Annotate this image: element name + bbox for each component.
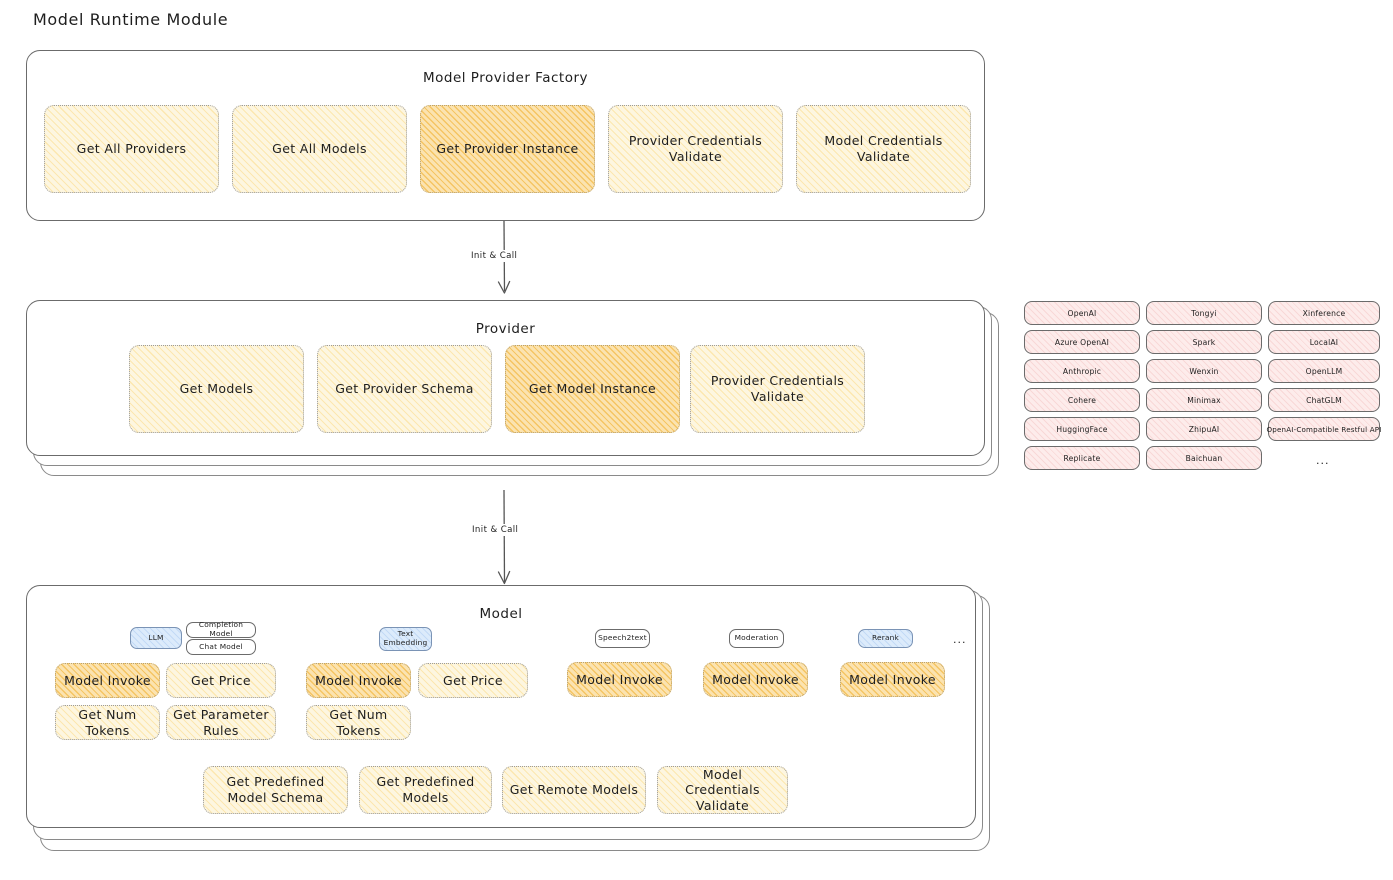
provider-pill-cohere[interactable]: Cohere: [1024, 388, 1140, 412]
text-embedding-method-get-num-tokens[interactable]: Get Num Tokens: [306, 705, 411, 740]
model-method-get-remote-models[interactable]: Get Remote Models: [502, 766, 646, 814]
provider-pill-anthropic[interactable]: Anthropic: [1024, 359, 1140, 383]
provider-method-provider-credentials-validate[interactable]: Provider Credentials Validate: [690, 345, 865, 433]
provider-pill-azure-openai[interactable]: Azure OpenAI: [1024, 330, 1140, 354]
model-provider-factory-title: Model Provider Factory: [422, 70, 588, 86]
model-type-badge-rerank[interactable]: Rerank: [858, 629, 913, 648]
rerank-method-model-invoke[interactable]: Model Invoke: [840, 662, 945, 697]
arrow-provider-to-model-label: Init & Call: [469, 524, 522, 536]
factory-method-provider-credentials-validate[interactable]: Provider Credentials Validate: [608, 105, 783, 193]
model-method-get-predefined-models[interactable]: Get Predefined Models: [359, 766, 492, 814]
provider-pill-tongyi[interactable]: Tongyi: [1146, 301, 1262, 325]
provider-list: OpenAI Azure OpenAI Anthropic Cohere Hug…: [1024, 300, 1381, 475]
model-subtype-badge-completion-model[interactable]: Completion Model: [186, 620, 256, 638]
provider-pill-baichuan[interactable]: Baichuan: [1146, 446, 1262, 470]
model-types-more: ...: [953, 633, 967, 646]
text-embedding-method-model-invoke[interactable]: Model Invoke: [306, 663, 411, 698]
model-title: Model: [479, 606, 523, 622]
provider-pill-openllm[interactable]: OpenLLM: [1268, 359, 1380, 383]
arrow-factory-to-provider-label: Init & Call: [468, 250, 521, 262]
model-method-model-credentials-validate[interactable]: Model Credentials Validate: [657, 766, 788, 814]
provider-pill-minimax[interactable]: Minimax: [1146, 388, 1262, 412]
provider-method-get-provider-schema[interactable]: Get Provider Schema: [317, 345, 492, 433]
arrow-provider-to-model: Init & Call: [469, 489, 550, 590]
provider-pill-huggingface[interactable]: HuggingFace: [1024, 417, 1140, 441]
page-title: Model Runtime Module: [33, 10, 229, 29]
provider-method-get-model-instance[interactable]: Get Model Instance: [505, 345, 680, 433]
model-type-badge-speech2text[interactable]: Speech2text: [595, 629, 650, 648]
arrow-factory-to-provider: Init & Call: [468, 220, 540, 301]
moderation-method-model-invoke[interactable]: Model Invoke: [703, 662, 808, 697]
llm-method-model-invoke[interactable]: Model Invoke: [55, 663, 160, 698]
llm-method-get-price[interactable]: Get Price: [166, 663, 276, 698]
arrow-down-icon: [497, 489, 511, 585]
provider-pill-zhipuai[interactable]: ZhipuAI: [1146, 417, 1262, 441]
model-container: Model: [26, 585, 976, 828]
factory-method-get-all-providers[interactable]: Get All Providers: [44, 105, 219, 193]
provider-title: Provider: [475, 321, 536, 337]
provider-pill-spark[interactable]: Spark: [1146, 330, 1262, 354]
provider-pill-wenxin[interactable]: Wenxin: [1146, 359, 1262, 383]
provider-method-get-models[interactable]: Get Models: [129, 345, 304, 433]
provider-pill-replicate[interactable]: Replicate: [1024, 446, 1140, 470]
provider-list-more: ...: [1316, 454, 1330, 467]
provider-pill-localai[interactable]: LocalAI: [1268, 330, 1380, 354]
factory-method-model-credentials-validate[interactable]: Model Credentials Validate: [796, 105, 971, 193]
provider-pill-openai[interactable]: OpenAI: [1024, 301, 1140, 325]
factory-method-get-provider-instance[interactable]: Get Provider Instance: [420, 105, 595, 193]
model-type-badge-moderation[interactable]: Moderation: [729, 629, 784, 648]
model-type-badge-llm[interactable]: LLM: [130, 627, 182, 649]
provider-pill-xinference[interactable]: Xinference: [1268, 301, 1380, 325]
text-embedding-method-get-price[interactable]: Get Price: [418, 663, 528, 698]
model-subtype-badge-chat-model[interactable]: Chat Model: [186, 639, 256, 655]
model-method-get-predefined-model-schema[interactable]: Get Predefined Model Schema: [203, 766, 348, 814]
speech2text-method-model-invoke[interactable]: Model Invoke: [567, 662, 672, 697]
model-type-badge-text-embedding[interactable]: Text Embedding: [379, 627, 432, 651]
provider-pill-chatglm[interactable]: ChatGLM: [1268, 388, 1380, 412]
provider-pill-openai-compatible-restful-api[interactable]: OpenAI-Compatible Restful API: [1266, 417, 1381, 441]
llm-method-get-parameter-rules[interactable]: Get Parameter Rules: [166, 705, 276, 740]
llm-method-get-num-tokens[interactable]: Get Num Tokens: [55, 705, 160, 740]
factory-method-get-all-models[interactable]: Get All Models: [232, 105, 407, 193]
